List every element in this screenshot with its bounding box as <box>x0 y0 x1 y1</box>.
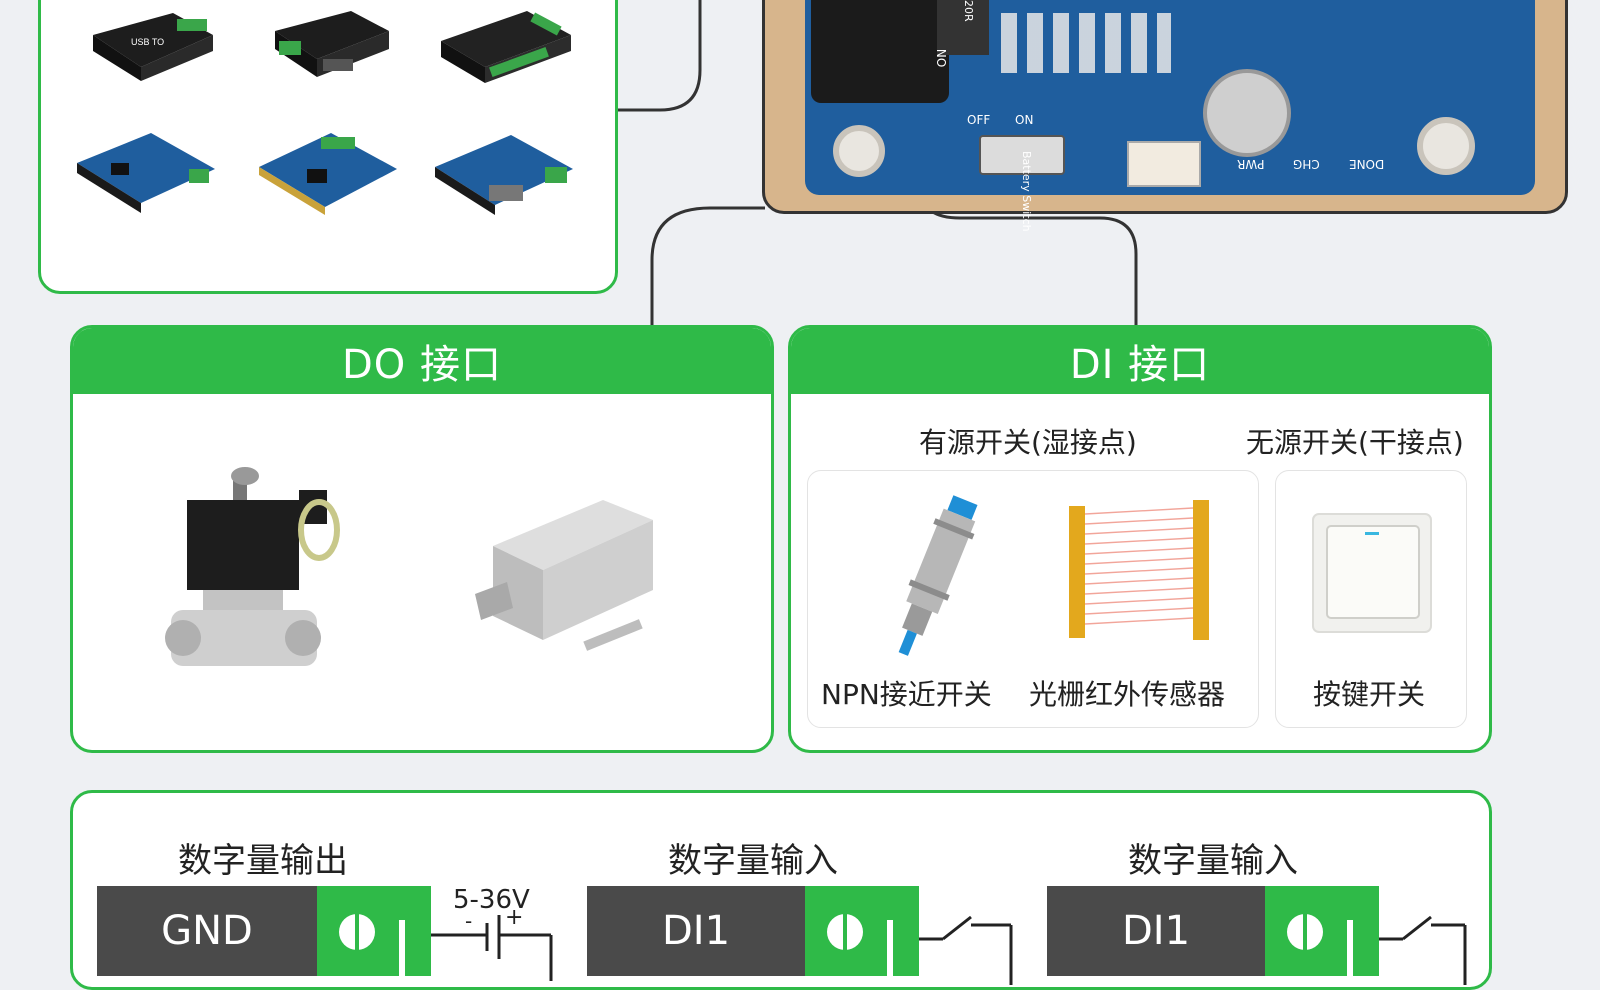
rs232-converter-icon <box>275 11 389 77</box>
mount-hole-left <box>833 125 885 177</box>
npn-sensor-label: NPN接近开关 <box>821 678 992 711</box>
light-curtain-icon <box>1069 500 1209 640</box>
gnd-terminal: GND <box>97 886 317 976</box>
minus-sign: - <box>465 909 473 933</box>
di-card-title: DI 接口 <box>791 328 1489 394</box>
mount-hole-right <box>1417 117 1475 175</box>
battery-holder <box>1203 69 1291 157</box>
digital-output-title: 数字量输出 <box>178 841 348 881</box>
power-connector <box>1127 141 1201 187</box>
di1-terminal-1: DI1 <box>587 886 805 976</box>
serial-hat-icon <box>435 135 573 215</box>
converter-products-card: USB TO <box>38 0 618 294</box>
svg-text:USB TO: USB TO <box>131 37 164 47</box>
power-source-symbol <box>431 915 553 981</box>
battery-switch <box>979 135 1065 175</box>
switch-off-label: OFF <box>967 113 991 127</box>
dip-switch <box>937 0 989 55</box>
switch-on-label: ON <box>1015 113 1034 127</box>
usb-converter-icon: USB TO <box>93 13 213 81</box>
do-interface-card: DO 接口 <box>70 325 774 753</box>
dry-contact-header: 无源开关(干接点) <box>1246 426 1464 459</box>
do-card-title: DO 接口 <box>73 328 771 394</box>
rs485-relay-icon <box>441 11 571 83</box>
terminal-screw-1 <box>317 886 431 976</box>
terminal-screw-3 <box>1265 886 1379 976</box>
proximity-sensor-icon <box>898 495 978 656</box>
wiring-card: 数字量输出 GND 5-36V - + 数字量输入 DI1 数字量输入 DI1 <box>70 790 1492 990</box>
led-done-label: DONE <box>1349 157 1385 171</box>
black-strap <box>811 0 949 103</box>
led-pwr-label: PWR <box>1237 157 1265 171</box>
terminal-screw-2 <box>805 886 919 976</box>
led-chg-label: CHG <box>1293 157 1320 171</box>
solenoid-valve-icon <box>165 467 340 666</box>
switch-symbol-1 <box>919 915 1013 985</box>
electric-lock-icon <box>475 500 653 651</box>
di-interface-card: DI 接口 有源开关(湿接点) 无源开关(干接点) NPN <box>788 325 1492 753</box>
wet-contact-header: 有源开关(湿接点) <box>919 426 1137 459</box>
can-hat-icon <box>259 133 397 215</box>
driver-board: OFF ON Battery Switch ON 120R PWR CHG DO… <box>762 0 1568 232</box>
battery-switch-label: Battery Switch <box>1020 151 1033 232</box>
dip-on-label: ON <box>935 48 950 68</box>
rs485-hat-icon <box>77 133 215 213</box>
push-switch-label: 按键开关 <box>1313 678 1426 711</box>
res-120r-label: 120R <box>962 0 975 22</box>
digital-input-title-2: 数字量输入 <box>1128 841 1298 881</box>
voltage-label: 5-36V <box>453 885 530 915</box>
smd-block <box>1001 13 1171 73</box>
plus-sign: + <box>505 905 524 930</box>
di1-terminal-2: DI1 <box>1047 886 1265 976</box>
digital-input-title-1: 数字量输入 <box>668 841 838 881</box>
push-switch-icon <box>1312 513 1432 633</box>
light-curtain-label: 光栅红外传感器 <box>1029 678 1226 711</box>
switch-symbol-2 <box>1379 915 1467 985</box>
